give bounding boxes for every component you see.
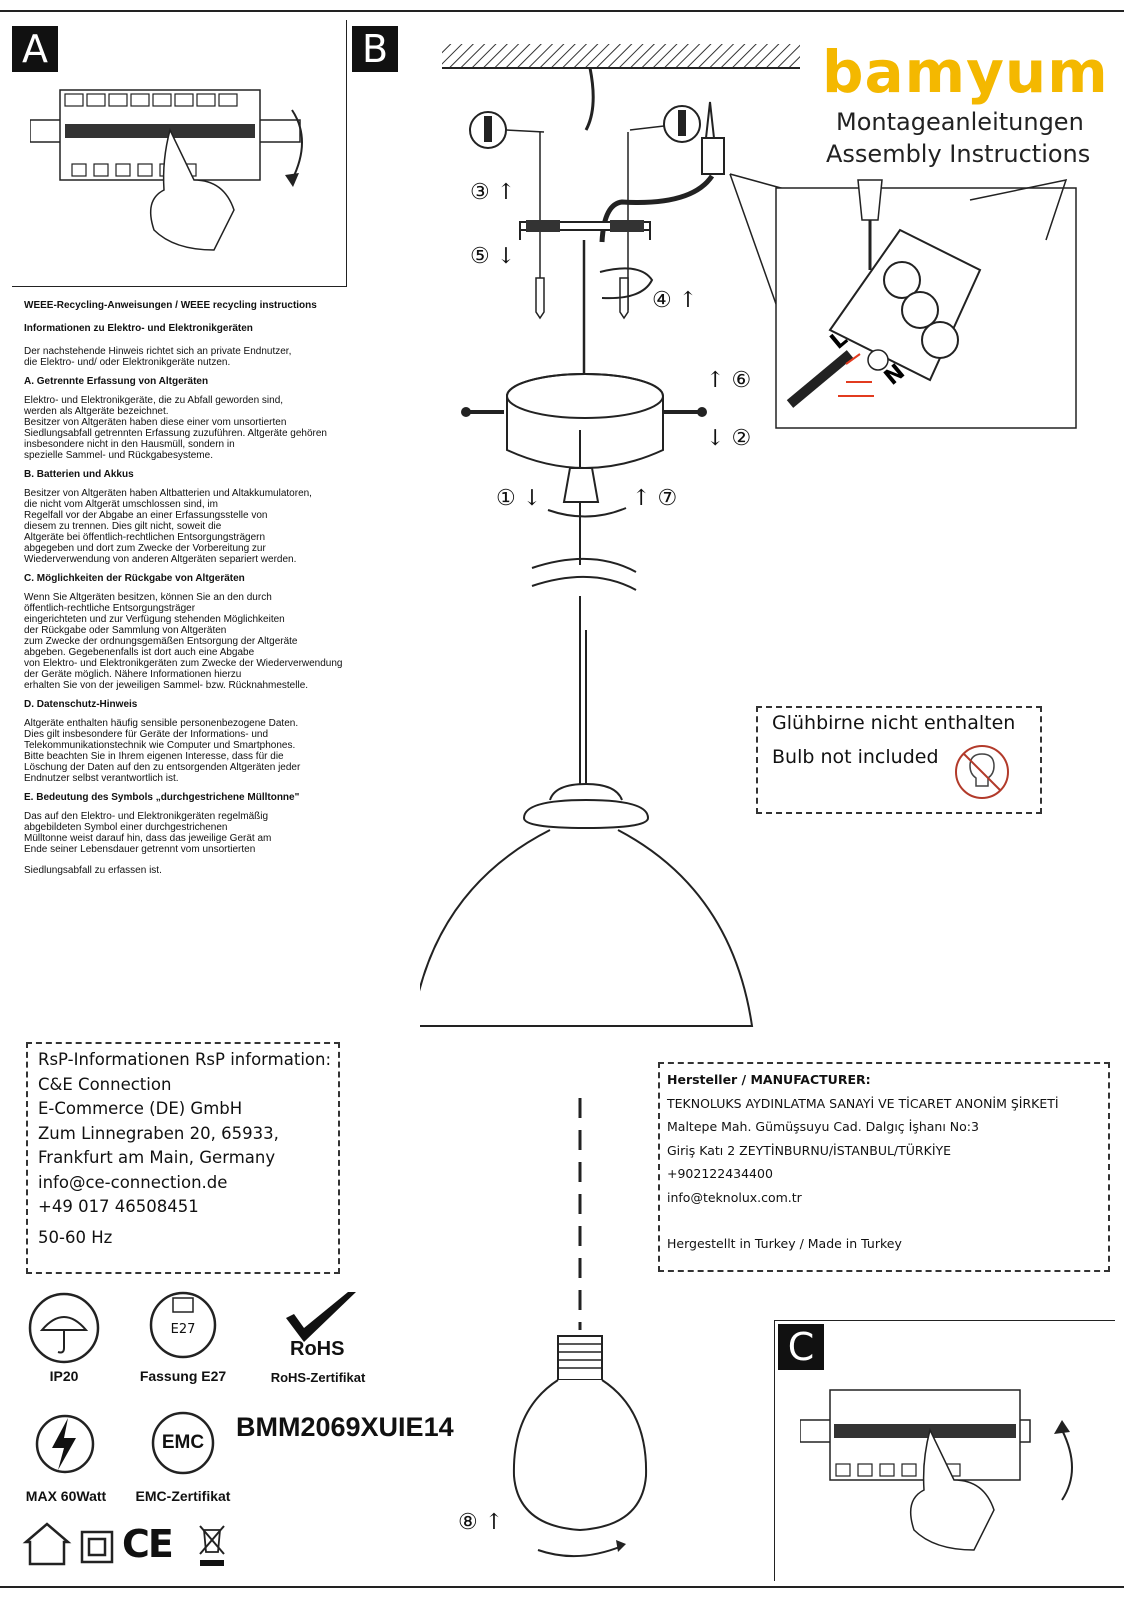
- bulb-not-included-box: [756, 706, 1042, 814]
- crossed-bin-icon: [199, 1525, 225, 1566]
- rsp-line-6: +49 017 46508451: [38, 1197, 199, 1216]
- rsp-title: RsP-Informationen RsP information:: [38, 1050, 332, 1069]
- weee-section-d-heading: D. Datenschutz-Hinweis: [24, 699, 138, 710]
- socket-type-text: E27: [170, 1322, 196, 1337]
- emc-text: EMC: [161, 1432, 205, 1453]
- rsp-line-4: Frankfurt am Main, Germany: [38, 1148, 276, 1167]
- rohs-label: RoHS-Zertifikat: [270, 1370, 366, 1385]
- step-3-marker: ③ ↑: [470, 180, 516, 205]
- indoor-use-icon: [22, 1522, 72, 1566]
- manufacturer-line-4: +902122434400: [667, 1166, 773, 1181]
- lightning-icon: [35, 1414, 95, 1474]
- rsp-line-2: E-Commerce (DE) GmbH: [38, 1099, 243, 1118]
- weee-section-e-text: Das auf den Elektro- und Elektronikgerät…: [24, 811, 272, 855]
- weee-subtitle: Informationen zu Elektro- und Elektronik…: [24, 323, 253, 334]
- class-ii-icon: [80, 1530, 114, 1564]
- manufacturer-line-1: TEKNOLUKS AYDINLATMA SANAYİ VE TİCARET A…: [667, 1095, 1059, 1111]
- breaker-switch-off-illustration: [30, 89, 303, 251]
- panel-a-label: A: [12, 26, 58, 72]
- pendant-lamp-assembly-illustration: [420, 44, 800, 1558]
- step-1-marker: ① ↓: [496, 486, 542, 511]
- ce-mark-icon: CE: [122, 1522, 174, 1566]
- bulb-note-de: Glühbirne nicht enthalten: [772, 712, 1016, 734]
- manufacturer-line-5: info@teknolux.com.tr: [667, 1189, 802, 1205]
- title-en: Assembly Instructions: [826, 140, 1091, 168]
- title-de: Montageanleitungen: [836, 108, 1084, 136]
- manufacturer-line-3: Giriş Katı 2 ZEYTİNBURNU/İSTANBUL/TÜRKİY…: [667, 1142, 952, 1158]
- step-7-marker: ↑ ⑦: [632, 486, 678, 511]
- breaker-switch-on-illustration: [800, 1389, 1073, 1551]
- brand-logo: bamyum: [822, 38, 1109, 106]
- emc-icon: [151, 1411, 215, 1475]
- step-5-marker: ⑤ ↓: [470, 244, 516, 269]
- panel-a-frame: [12, 20, 347, 287]
- step-2-marker: ↓ ②: [706, 426, 752, 451]
- weee-section-e-heading: E. Bedeutung des Symbols „durchgestriche…: [24, 792, 300, 803]
- rohs-text: RoHS: [290, 1338, 345, 1360]
- manufacturer-info: Hersteller / MANUFACTURER: TEKNOLUKS AYD…: [667, 1068, 1059, 1256]
- weee-section-a-text: Elektro- und Elektronikgeräte, die zu Ab…: [24, 395, 327, 461]
- bottom-rule: [0, 1586, 1124, 1588]
- rohs-check-icon: [286, 1292, 356, 1342]
- weee-title: WEEE-Recycling-Anweisungen / WEEE recycl…: [24, 300, 317, 311]
- model-number: BMM2069XUIE14: [236, 1412, 454, 1442]
- panel-c-label: C: [778, 1324, 824, 1370]
- weee-instructions: WEEE-Recycling-Anweisungen / WEEE recycl…: [24, 300, 444, 876]
- emc-label: EMC-Zertifikat: [135, 1488, 231, 1504]
- socket-label: Fassung E27: [139, 1368, 227, 1384]
- rsp-line-3: Zum Linnegraben 20, 65933,: [38, 1123, 279, 1143]
- ip-rating-label: IP20: [49, 1368, 79, 1384]
- manufacturer-title: Hersteller / MANUFACTURER:: [667, 1072, 871, 1087]
- rsp-line-1: C&E Connection: [38, 1074, 172, 1094]
- rsp-info: RsP-Informationen RsP information: C&E C…: [38, 1048, 331, 1250]
- manufacturer-made-in: Hergestellt in Turkey / Made in Turkey: [667, 1236, 902, 1251]
- weee-section-a-heading: A. Getrennte Erfassung von Altgeräten: [24, 376, 209, 387]
- manufacturer-box: [658, 1062, 1110, 1272]
- max-watt-label: MAX 60Watt: [25, 1488, 107, 1504]
- rsp-info-box: [26, 1042, 340, 1274]
- umbrella-rain-icon: [28, 1292, 100, 1364]
- step-4-marker: ④ ↑: [652, 288, 698, 313]
- step-6-marker: ↑ ⑥: [706, 368, 752, 393]
- bulb-socket-icon: [149, 1291, 217, 1359]
- rsp-frequency: 50-60 Hz: [38, 1227, 113, 1247]
- weee-section-c-heading: C. Möglichkeiten der Rückgabe von Altger…: [24, 573, 245, 584]
- weee-section-d-text: Altgeräte enthalten häufig sensible pers…: [24, 718, 301, 784]
- panel-b-label: B: [352, 26, 398, 72]
- weee-closing: Siedlungsabfall zu erfassen ist.: [24, 865, 162, 876]
- weee-intro: Der nachstehende Hinweis richtet sich an…: [24, 346, 292, 368]
- panel-c-frame: [774, 1320, 1115, 1581]
- wiring-detail-illustration: L N: [729, 173, 1077, 429]
- weee-section-c-text: Wenn Sie Altgeräten besitzen, können Sie…: [24, 592, 343, 691]
- bulb-note-en: Bulb not included: [772, 746, 939, 768]
- no-bulb-icon: [955, 745, 1009, 799]
- step-8-marker: ⑧ ↑: [458, 1510, 504, 1535]
- rsp-line-5: info@ce-connection.de: [38, 1172, 228, 1192]
- weee-section-b-text: Besitzer von Altgeräten haben Altbatteri…: [24, 488, 312, 565]
- manufacturer-line-2: Maltepe Mah. Gümüşsuyu Cad. Dalgıç İşhan…: [667, 1119, 979, 1134]
- weee-section-b-heading: B. Batterien und Akkus: [24, 469, 134, 480]
- top-rule: [0, 10, 1124, 12]
